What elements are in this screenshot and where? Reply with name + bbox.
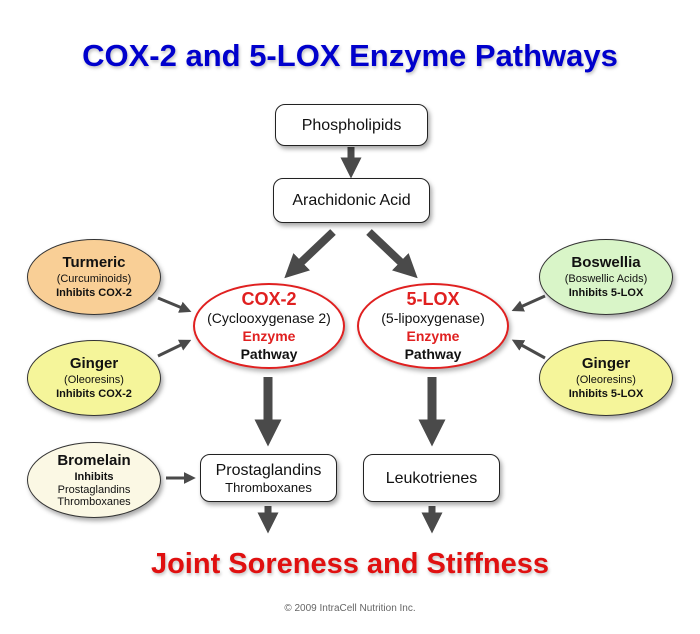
cox2-pathway-label: Pathway — [240, 346, 298, 362]
ginger-right-name: Ginger — [581, 355, 631, 372]
bromelain-effect: Inhibits — [74, 471, 114, 483]
5lox-pathway-label: Pathway — [404, 346, 462, 362]
leukotrienes-node: Leukotrienes — [363, 454, 500, 502]
leukotrienes-label: Leukotrienes — [385, 469, 478, 487]
turmeric-sub: (Curcuminoids) — [56, 273, 132, 285]
5lox-full-name: (5-lipoxygenase) — [381, 310, 485, 326]
turmeric-node: Turmeric (Curcuminoids) Inhibits COX-2 — [27, 239, 161, 315]
arachidonic-acid-label: Arachidonic Acid — [292, 192, 411, 209]
prostaglandins-label: Prostaglandins — [215, 462, 322, 479]
ginger-left-node: Ginger (Oleoresins) Inhibits COX-2 — [27, 340, 161, 416]
arrow-arachidonic-to-cox2 — [284, 229, 336, 279]
page-title: COX-2 and 5-LOX Enzyme Pathways — [82, 38, 618, 73]
bromelain-line1: Prostaglandins — [57, 484, 131, 496]
copyright-notice: © 2009 IntraCell Nutrition Inc. — [284, 603, 416, 614]
boswellia-effect: Inhibits 5-LOX — [568, 287, 644, 299]
ginger-left-effect: Inhibits COX-2 — [56, 388, 132, 400]
bromelain-line2: Thromboxanes — [57, 496, 131, 508]
ginger-right-node: Ginger (Oleoresins) Inhibits 5-LOX — [539, 340, 673, 416]
5lox-enzyme-node: 5-LOX (5-lipoxygenase) Enzyme Pathway — [357, 283, 509, 369]
turmeric-effect: Inhibits COX-2 — [56, 287, 132, 299]
prostaglandins-node: Prostaglandins Thromboxanes — [200, 454, 337, 502]
boswellia-sub: (Boswellic Acids) — [564, 273, 648, 285]
arachidonic-acid-node: Arachidonic Acid — [273, 178, 430, 223]
cox2-enzyme-label: Enzyme — [242, 328, 296, 344]
boswellia-node: Boswellia (Boswellic Acids) Inhibits 5-L… — [539, 239, 673, 315]
ginger-left-sub: (Oleoresins) — [64, 374, 124, 386]
arrow-ginger-right-to-5lox — [511, 339, 546, 360]
boswellia-name: Boswellia — [571, 254, 641, 271]
thromboxanes-label: Thromboxanes — [225, 480, 312, 495]
5lox-enzyme-label: Enzyme — [406, 328, 460, 344]
bromelain-node: Bromelain Inhibits Prostaglandins Thromb… — [27, 442, 161, 518]
ginger-left-name: Ginger — [69, 355, 119, 372]
phospholipids-node: Phospholipids — [275, 104, 428, 146]
arrow-turmeric-to-cox2 — [157, 296, 192, 313]
turmeric-name: Turmeric — [62, 254, 126, 271]
ginger-right-effect: Inhibits 5-LOX — [568, 388, 644, 400]
5lox-name: 5-LOX — [406, 289, 460, 309]
outcome-title: Joint Soreness and Stiffness — [150, 548, 550, 580]
arrow-boswellia-to-5lox — [511, 294, 546, 312]
cox2-enzyme-node: COX-2 (Cyclooxygenase 2) Enzyme Pathway — [193, 283, 345, 369]
arrow-arachidonic-to-5lox — [366, 229, 418, 279]
phospholipids-label: Phospholipids — [301, 116, 402, 134]
ginger-right-sub: (Oleoresins) — [576, 374, 636, 386]
bromelain-name: Bromelain — [57, 452, 131, 469]
arrow-ginger-left-to-cox2 — [157, 339, 192, 358]
cox2-name: COX-2 — [241, 289, 297, 309]
cox2-full-name: (Cyclooxygenase 2) — [207, 310, 331, 326]
